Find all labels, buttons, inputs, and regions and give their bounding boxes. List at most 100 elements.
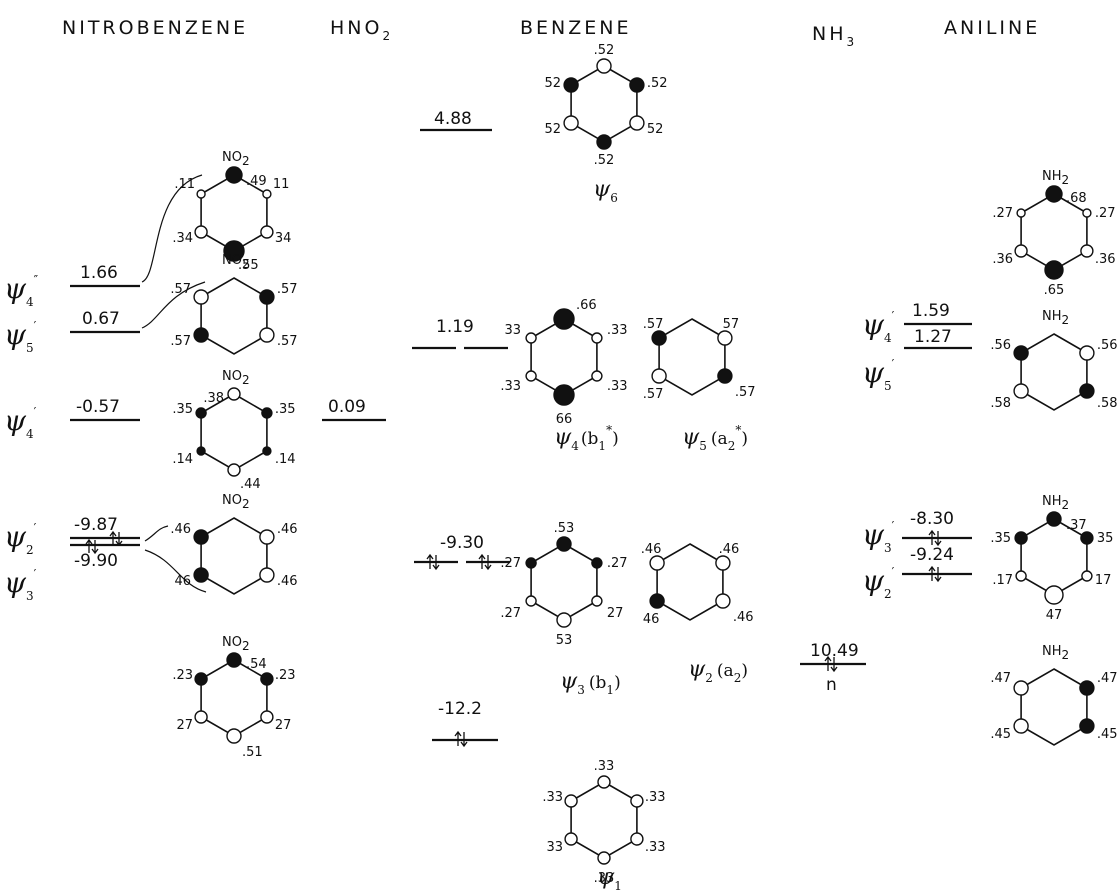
coefficient-label: .47 (1097, 671, 1118, 686)
substituent-label: NO2 (222, 150, 250, 168)
benzene-level-degenerate-mid: -9.30 (414, 533, 510, 571)
orbital-lobe (260, 672, 274, 686)
coefficient-label: .34 (172, 231, 193, 246)
coefficient-label: .68 (1066, 191, 1087, 206)
orbital-lobe (715, 555, 731, 571)
benzene-psi4-caption: ψ4(b1*) (554, 423, 619, 453)
psi4pp-energy: 1.66 (80, 263, 118, 283)
orbital-lobe (1014, 244, 1028, 258)
orbital-lobe (194, 225, 208, 239)
orbital-lobe (564, 832, 578, 846)
correlation-line (144, 549, 207, 593)
nh3-level: 10.49 n (800, 641, 866, 695)
coefficient-label: .23 (172, 668, 193, 683)
orbital-lobe (629, 77, 645, 93)
aniline-psi4p-label: ψ4′ (862, 308, 895, 345)
orbital-lobe (259, 289, 275, 305)
orbital-lobe (260, 225, 274, 239)
orbital-lobe (1080, 244, 1094, 258)
correlation-line (141, 281, 206, 329)
aniline-psi4p-energy: 1.59 (912, 301, 950, 321)
ring-outline (530, 543, 598, 621)
coefficient-label: 66 (556, 412, 573, 427)
orbital-lobe (196, 189, 206, 199)
aniline-level-psi2p: ψ2′ -9.24 (862, 545, 972, 601)
orbital-lobe (525, 557, 537, 569)
nitrobenzene-level-psi5p: ψ5′ 0.67 (4, 309, 140, 355)
coefficient-label: 27 (607, 606, 624, 621)
orbital-lobe (1079, 718, 1095, 734)
correlation-line (141, 174, 203, 283)
orbital-lobe (1013, 345, 1029, 361)
orbital-lobe (596, 58, 612, 74)
orbital-lobe (1013, 383, 1029, 399)
substituent-label: NH2 (1042, 644, 1069, 662)
coefficient-label: 57 (723, 317, 740, 332)
coefficient-label: 27 (275, 718, 292, 733)
aniline-ring-psi5p: NH2.56.56.58.58 (990, 309, 1117, 411)
substituent-label: NH2 (1042, 494, 1069, 512)
nitrobenzene-level-psi4p: ψ4′ -0.57 (4, 397, 140, 441)
orbital-lobe (553, 384, 575, 406)
orbital-lobe (1016, 208, 1026, 218)
header-hno2: HNO2 (330, 17, 393, 43)
orbital-lobe (196, 446, 206, 456)
orbital-lobe (262, 189, 272, 199)
orbital-lobe (651, 330, 667, 346)
orbital-lobe (1046, 511, 1062, 527)
coefficient-label: .52 (647, 76, 668, 91)
orbital-lobe (193, 567, 209, 583)
coefficient-label: .57 (735, 385, 756, 400)
coefficient-label: .57 (170, 334, 191, 349)
coefficient-label: .33 (607, 379, 628, 394)
psi5p-energy: 0.67 (82, 309, 120, 329)
orbital-lobe (193, 289, 209, 305)
benzene-psi3-caption: ψ3(b1) (560, 669, 621, 697)
substituent-label: NO2 (222, 493, 250, 511)
nh3-label-n: n (826, 675, 837, 695)
coefficient-label: .57 (170, 282, 191, 297)
orbital-lobe (630, 832, 644, 846)
header-benzene: BENZENE (520, 17, 632, 39)
orbital-lobe (563, 77, 579, 93)
orbital-lobe (717, 330, 733, 346)
coefficient-label: .33 (500, 379, 521, 394)
benzene-psi2-caption: ψ2(a2) (688, 657, 748, 685)
coefficient-label: 46 (175, 574, 192, 589)
coefficient-label: .57 (277, 282, 298, 297)
electron-pair-icon (824, 655, 832, 671)
coefficient-label: .35 (275, 402, 296, 417)
coefficient-label: 11 (273, 177, 290, 192)
coefficient-label: .27 (992, 206, 1013, 221)
aniline-level-psi4p-psi5p: ψ4′ ψ5′ 1.59 1.27 (862, 301, 972, 393)
benzene-level-psi1: -12.2 (432, 699, 498, 748)
coefficient-label: .54 (246, 657, 267, 672)
coefficient-label: .58 (990, 396, 1011, 411)
aniline-ring-psi2p: NH2.47.47.45.45 (990, 644, 1118, 746)
orbital-lobe (1013, 680, 1029, 696)
psi3p-label: ψ3′ (4, 566, 37, 603)
orbital-lobe (193, 529, 209, 545)
coefficient-label: 52 (545, 122, 562, 137)
orbital-lobe (261, 407, 273, 419)
header-nh3: NH3 (812, 23, 857, 49)
orbital-lobe (1080, 531, 1094, 545)
coefficient-label: .57 (643, 387, 664, 402)
aniline-psi3p-label: ψ3′ (862, 518, 895, 555)
ring-outline (656, 543, 724, 621)
orbital-lobe (259, 529, 275, 545)
header-aniline: ANILINE (944, 17, 1040, 39)
degenerate-top-energy: 1.19 (436, 317, 474, 337)
coefficient-label: .46 (170, 522, 191, 537)
orbital-lobe (1079, 345, 1095, 361)
coefficient-label: 52 (647, 122, 664, 137)
orbital-lobe (556, 612, 572, 628)
orbital-lobe (649, 555, 665, 571)
correlation-line (144, 525, 169, 542)
psi1-energy: -12.2 (438, 699, 482, 719)
